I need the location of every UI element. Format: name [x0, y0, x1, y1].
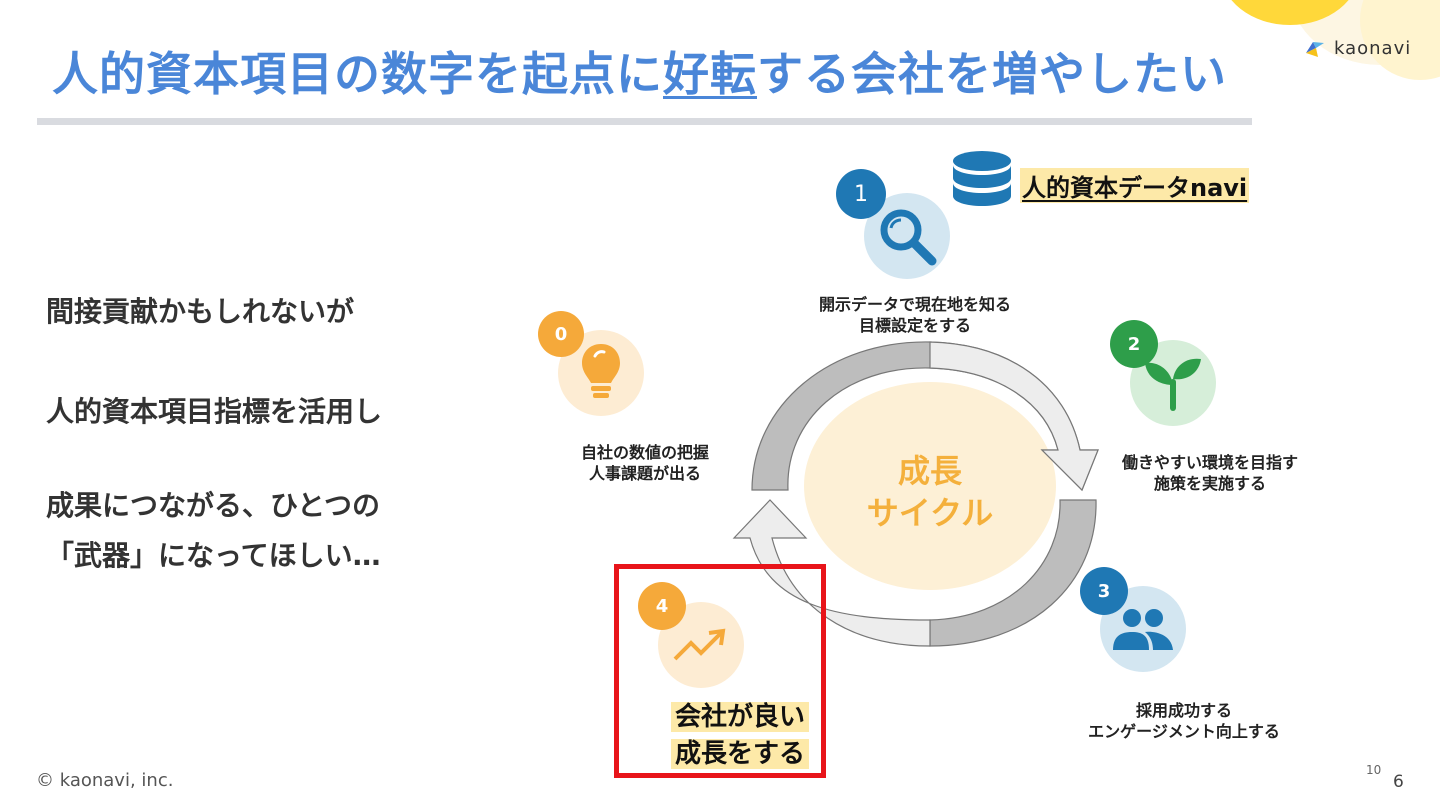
message-line-3: 成果につながる、ひとつの — [46, 489, 381, 522]
database-icon — [953, 151, 1011, 206]
title-divider — [37, 118, 1252, 125]
step-3-caption: 採用成功する エンゲージメント向上する — [1074, 700, 1294, 742]
step-4-caption: 会社が良い 成長をする — [640, 700, 840, 774]
page-number: 6 — [1393, 772, 1404, 792]
logo-mark-icon — [1306, 41, 1324, 57]
magnifier-icon — [880, 209, 937, 266]
message-line-4: 「武器」になってほしい… — [46, 539, 381, 572]
people-icon — [1113, 609, 1173, 650]
message-line-1: 間接貢献かもしれないが — [46, 295, 355, 328]
step-4-badge: 4 — [638, 582, 686, 630]
trend-up-icon — [673, 628, 726, 661]
step-3-caption-line-1: 採用成功する — [1135, 701, 1232, 720]
step-2-badge: 2 — [1110, 320, 1158, 368]
step-2-circle — [1130, 340, 1216, 426]
cycle-center-line-1: 成長 — [897, 452, 962, 490]
lightbulb-icon — [582, 344, 620, 398]
title-part2: する会社を増やしたい — [757, 47, 1227, 101]
step-0-caption-line-2: 人事課題が出る — [588, 464, 701, 483]
step-1-badge: 1 — [836, 169, 886, 219]
step-0-badge: 0 — [538, 311, 584, 357]
step-2-caption-line-1: 働きやすい環境を目指す — [1121, 453, 1298, 472]
highlight-box — [614, 564, 826, 778]
sprout-icon — [1145, 358, 1201, 411]
cycle-arrow-bottom-left — [732, 499, 931, 647]
step-2-caption: 働きやすい環境を目指す 施策を実施する — [1100, 452, 1320, 494]
page-title: 人的資本項目の数字を起点に好転する会社を増やしたい — [52, 38, 1227, 104]
step-4-caption-line-2: 成長をする — [670, 739, 809, 769]
step-2-caption-line-2: 施策を実施する — [1153, 474, 1266, 493]
cycle-center-line-2: サイクル — [866, 494, 994, 532]
step-4-caption-line-1: 会社が良い — [670, 702, 809, 732]
step-3-caption-line-2: エンゲージメント向上する — [1088, 722, 1280, 741]
logo-text: kaonavi — [1334, 38, 1412, 59]
cycle-arrow-top-light — [929, 341, 1099, 492]
step-1-caption-line-1: 開示データで現在地を知る — [818, 295, 1011, 314]
kaonavi-logo: kaonavi — [1304, 38, 1411, 59]
message-line-2: 人的資本項目指標を活用し — [46, 395, 383, 428]
title-part1: 人的資本項目の数字を起点に — [52, 47, 663, 101]
step-1-circle — [864, 193, 950, 279]
step-3-badge: 3 — [1080, 567, 1128, 615]
title-underlined: 好転 — [663, 47, 757, 101]
step-1-caption-line-2: 目標設定をする — [858, 316, 971, 335]
center-ellipse — [804, 382, 1056, 590]
step-1-caption: 開示データで現在地を知る 目標設定をする — [790, 294, 1040, 336]
step-0-caption-line-1: 自社の数値の把握 — [580, 443, 709, 462]
copyright: © kaonavi, inc. — [36, 770, 174, 791]
step-0-caption: 自社の数値の把握 人事課題が出る — [545, 442, 745, 484]
slide-index-small: 10 — [1366, 763, 1382, 777]
corner-decoration — [1231, 0, 1440, 80]
data-source-label: 人的資本データnavi — [1020, 168, 1250, 203]
